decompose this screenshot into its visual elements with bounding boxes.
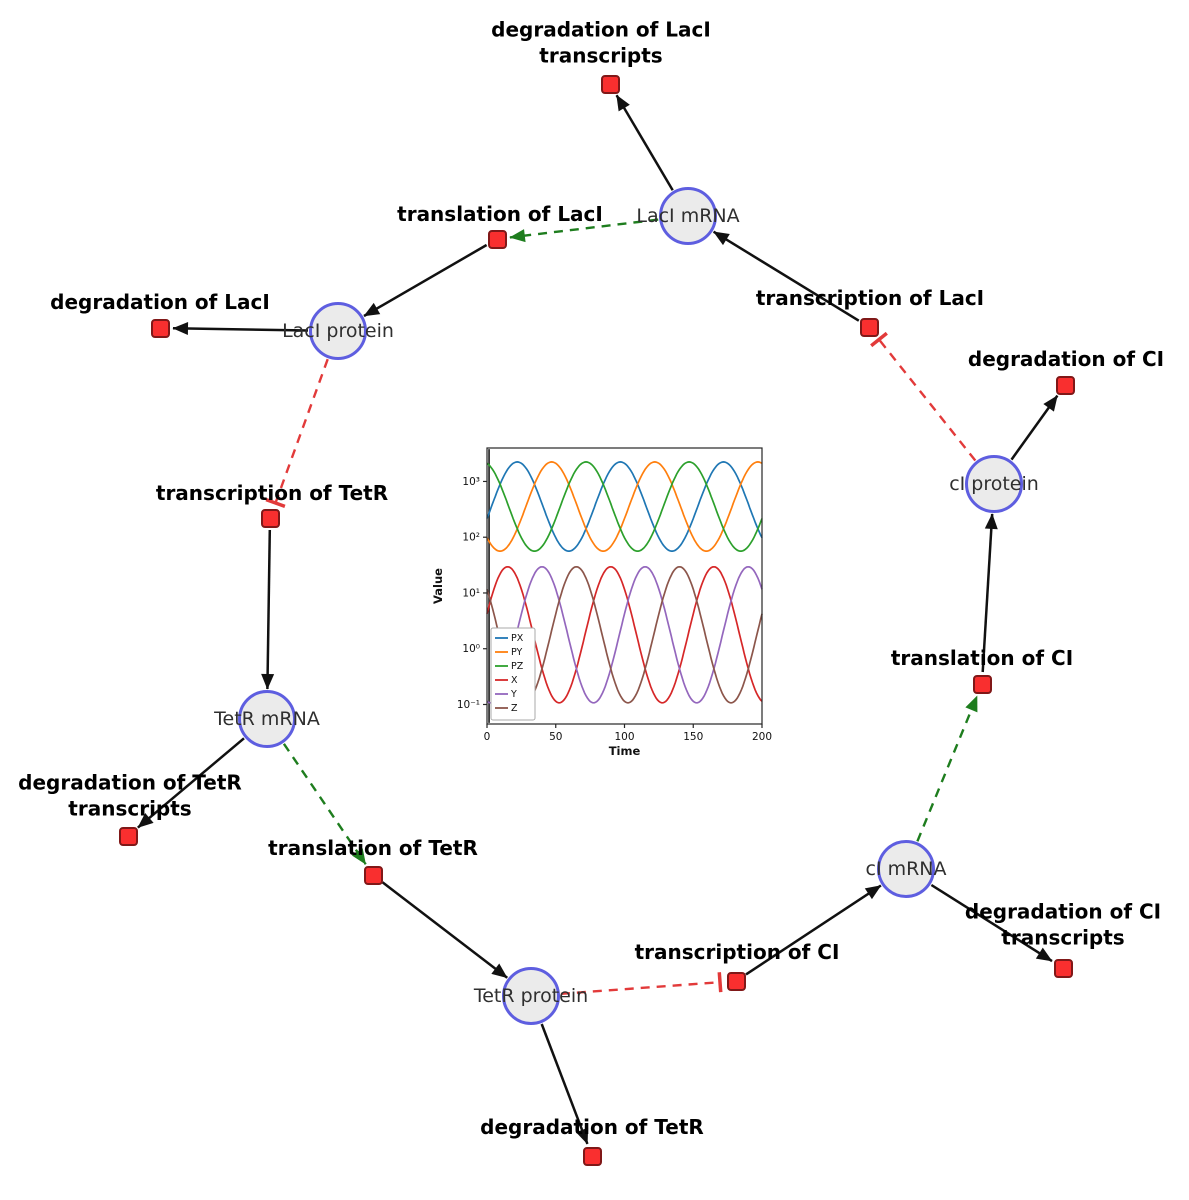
- species-label-ci_mrna: cI mRNA: [865, 858, 947, 880]
- y-tick-label: 10⁻¹: [457, 699, 480, 711]
- reaction-node-deg_tetr: [582, 1146, 602, 1166]
- y-axis-label: Value: [431, 568, 445, 604]
- reaction-node-transl_ci: [972, 674, 992, 694]
- reaction-label-deg_laci_tx: degradation of LacI transcripts: [491, 17, 711, 68]
- reaction-label-transl_laci: translation of LacI: [397, 201, 603, 226]
- x-axis-label: Time: [609, 744, 641, 758]
- y-tick-label: 10²: [462, 532, 480, 544]
- x-tick-label: 150: [683, 731, 703, 743]
- x-tick-label: 100: [614, 731, 634, 743]
- reaction-label-deg_ci_tx: degradation of CI transcripts: [964, 899, 1162, 950]
- reaction-label-transl_tetr: translation of TetR: [268, 835, 478, 860]
- reaction-node-deg_tetr_tx: [118, 826, 138, 846]
- legend-label-Z: Z: [511, 703, 518, 714]
- reaction-node-transl_laci: [487, 229, 507, 249]
- reaction-node-transc_tetr: [260, 508, 280, 528]
- x-tick-label: 200: [752, 731, 772, 743]
- reaction-node-deg_ci: [1055, 375, 1075, 395]
- species-node-ci_protein: cI protein: [949, 455, 1039, 513]
- reaction-label-transl_ci: translation of CI: [890, 645, 1074, 670]
- species-node-tetr_mrna: TetR mRNA: [214, 690, 320, 748]
- reaction-node-deg_laci_tx: [600, 74, 620, 94]
- reaction-label-deg_laci: degradation of LacI: [50, 289, 270, 314]
- y-tick-label: 10¹: [462, 587, 480, 599]
- legend-label-PZ: PZ: [511, 661, 524, 672]
- species-node-tetr_protein: TetR protein: [474, 967, 588, 1025]
- series-line-PY: [486, 461, 763, 552]
- reaction-node-transl_tetr: [363, 865, 383, 885]
- reaction-label-deg_tetr_tx: degradation of TetR transcripts: [18, 770, 242, 821]
- species-label-tetr_protein: TetR protein: [473, 985, 589, 1007]
- series-line-Y: [486, 565, 763, 704]
- reaction-node-transc_laci: [859, 317, 879, 337]
- reaction-label-deg_ci: degradation of CI: [967, 346, 1165, 371]
- y-tick-label: 10³: [462, 476, 480, 488]
- reaction-label-transc_laci: transcription of LacI: [755, 285, 985, 310]
- species-node-laci_mrna: LacI mRNA: [636, 187, 740, 245]
- reaction-label-transc_ci: transcription of CI: [634, 939, 840, 964]
- legend-label-Y: Y: [510, 689, 517, 700]
- species-label-ci_protein: cI protein: [949, 473, 1039, 495]
- reaction-node-transc_ci: [726, 971, 746, 991]
- y-tick-label: 10⁰: [462, 643, 480, 655]
- species-label-laci_mrna: LacI mRNA: [636, 205, 740, 227]
- legend-label-PY: PY: [511, 647, 523, 658]
- series-line-PZ: [486, 461, 763, 552]
- legend-label-PX: PX: [511, 633, 524, 644]
- x-tick-label: 0: [484, 731, 491, 743]
- species-label-tetr_mrna: TetR mRNA: [214, 708, 320, 730]
- species-label-laci_protein: LacI protein: [282, 320, 394, 342]
- reaction-node-deg_ci_tx: [1053, 958, 1073, 978]
- legend-label-X: X: [511, 675, 518, 686]
- species-node-ci_mrna: cI mRNA: [866, 840, 947, 898]
- species-node-laci_protein: LacI protein: [282, 302, 394, 360]
- reaction-node-deg_laci: [150, 318, 170, 338]
- x-tick-label: 50: [549, 731, 562, 743]
- legend-box: [490, 627, 536, 721]
- series-line-PX: [486, 461, 763, 552]
- reaction-label-transc_tetr: transcription of TetR: [155, 480, 389, 505]
- reaction-label-deg_tetr: degradation of TetR: [480, 1114, 704, 1139]
